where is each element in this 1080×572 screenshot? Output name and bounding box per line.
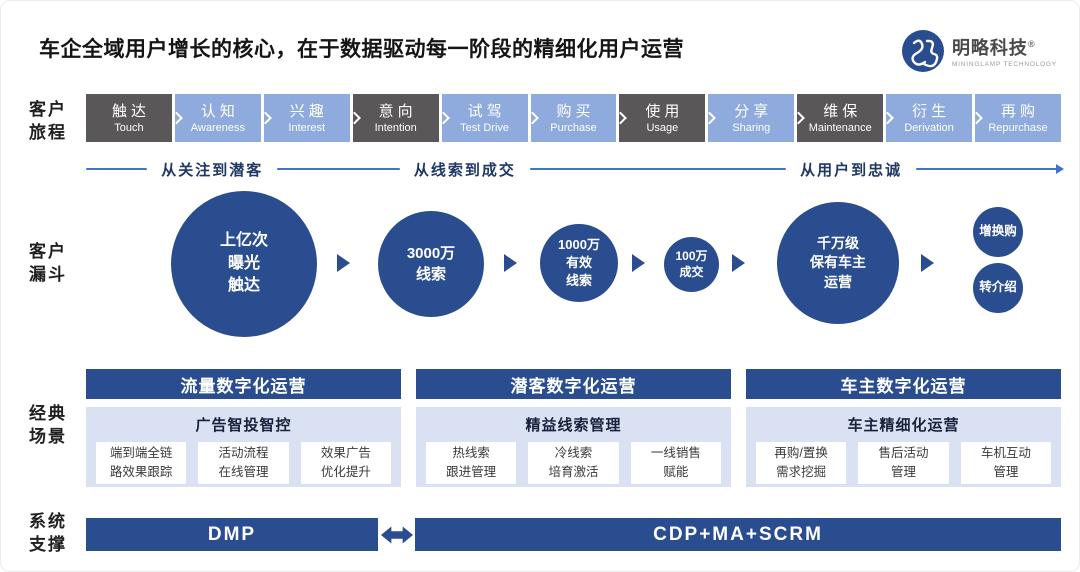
stage-en: Awareness	[190, 121, 245, 134]
stage-zh: 意向	[378, 102, 417, 120]
scene-panel: 广告智投智控 端到端全链 路效果跟踪 活动流程 在线管理 效果广告 优化提升	[86, 407, 401, 487]
page-title: 车企全域用户增长的核心，在于数据驱动每一阶段的精细化用户运营	[39, 38, 684, 61]
scene-header: 流量数字化运营	[86, 369, 401, 399]
row-label-system-support: 系统 支撑	[29, 512, 67, 554]
scene-header: 潜客数字化运营	[416, 369, 731, 399]
stage-zh: 试驾	[467, 102, 506, 120]
funnel-circle-deals: 100万 成交	[664, 237, 719, 292]
scene-card: 冷线索 培育激活	[528, 442, 619, 484]
stage-en: Test Drive	[460, 121, 510, 134]
scene-card: 端到端全链 路效果跟踪	[96, 442, 187, 484]
company-logo: 明略科技® MININGLAMP TECHNOLOGY	[901, 29, 1057, 78]
arrow-right-icon	[921, 254, 934, 272]
scene-panel-title: 车主精细化运营	[847, 417, 960, 434]
scene-column-prospects: 潜客数字化运营 精益线索管理 热线索 跟进管理 冷线索 培育激活 一线销售 赋能	[416, 369, 731, 487]
phase-line	[86, 168, 148, 170]
stage-en: Touch	[114, 121, 144, 134]
arrow-head-icon	[1056, 164, 1064, 174]
journey-stage-interest: 兴趣 Interest	[263, 94, 361, 142]
arrow-right-icon	[632, 254, 645, 272]
arrow-right-icon	[504, 254, 517, 272]
scene-card: 售后活动 管理	[858, 442, 949, 484]
phase-label-user-to-loyalty: 从用户到忠诚	[800, 161, 903, 179]
journey-stage-intention: 意向 Intention	[352, 94, 450, 142]
phase-line	[916, 164, 1064, 174]
funnel-circle-referral: 转介绍	[973, 263, 1023, 313]
journey-stage-touch: 触达 Touch	[86, 94, 183, 142]
stage-en: Intention	[374, 121, 417, 134]
scene-header: 车主数字化运营	[746, 369, 1061, 399]
phase-label-lead-to-deal: 从线索到成交	[413, 161, 516, 179]
scene-column-traffic: 流量数字化运营 广告智投智控 端到端全链 路效果跟踪 活动流程 在线管理 效果广…	[86, 369, 401, 487]
arrow-right-icon	[337, 254, 350, 272]
cdp-ma-scrm-bar: CDP+MA+SCRM	[415, 518, 1061, 551]
stage-zh: 使用	[645, 102, 684, 120]
journey-stage-test-drive: 试驾 Test Drive	[441, 94, 539, 142]
stage-en: Interest	[288, 121, 326, 134]
scene-column-owners: 车主数字化运营 车主精细化运营 再购/置换 需求挖掘 售后活动 管理 车机互动 …	[746, 369, 1061, 487]
registered-mark: ®	[1027, 39, 1036, 50]
funnel-circle-valid-leads: 1000万 有效 线索	[540, 224, 618, 302]
scene-panel: 车主精细化运营 再购/置换 需求挖掘 售后活动 管理 车机互动 管理	[746, 407, 1061, 487]
phase-timeline: 从关注到潜客 从线索到成交 从用户到忠诚	[86, 157, 1064, 181]
journey-stage-awareness: 认知 Awareness	[174, 94, 272, 142]
customer-journey-bar: 触达 Touch 认知 Awareness 兴趣 Interest 意向 Int…	[86, 94, 1061, 142]
journey-stage-sharing: 分享 Sharing	[708, 94, 806, 142]
dmp-bar: DMP	[86, 518, 378, 551]
stage-zh: 再购	[1001, 102, 1040, 120]
stage-en: Maintenance	[808, 121, 872, 134]
scene-card: 效果广告 优化提升	[300, 442, 391, 484]
stage-en: Sharing	[732, 121, 771, 134]
journey-stage-purchase: 购买 Purchase	[530, 94, 628, 142]
scene-card: 活动流程 在线管理	[198, 442, 289, 484]
logo-name: 明略科技®	[951, 38, 1036, 59]
row-label-classic-scenes: 经典 场景	[29, 404, 67, 446]
classic-scenes-section: 流量数字化运营 广告智投智控 端到端全链 路效果跟踪 活动流程 在线管理 效果广…	[86, 369, 1061, 487]
stage-zh: 认知	[200, 102, 239, 120]
row-label-customer-journey: 客户 旅程	[29, 100, 67, 142]
scene-panel: 精益线索管理 热线索 跟进管理 冷线索 培育激活 一线销售 赋能	[416, 407, 731, 487]
stage-en: Purchase	[550, 121, 597, 134]
scene-card: 热线索 跟进管理	[426, 442, 517, 484]
phase-line	[277, 168, 400, 170]
scene-card: 一线销售 赋能	[630, 442, 721, 484]
stage-zh: 维保	[823, 102, 862, 120]
row-label-customer-funnel: 客户 漏斗	[29, 242, 67, 284]
stage-zh: 触达	[111, 102, 150, 120]
scene-card: 再购/置换 需求挖掘	[756, 442, 847, 484]
funnel-circle-car-owners: 千万级 保有车主 运营	[777, 202, 899, 324]
stage-zh: 购买	[556, 102, 595, 120]
stage-en: Repurchase	[988, 121, 1048, 134]
stage-en: Derivation	[904, 121, 954, 134]
minglue-logo-icon	[901, 29, 945, 78]
journey-stage-derivation: 衍生 Derivation	[886, 94, 983, 142]
arrow-right-icon	[732, 254, 745, 272]
scene-card: 车机互动 管理	[960, 442, 1051, 484]
journey-stage-usage: 使用 Usage	[619, 94, 717, 142]
journey-stage-repurchase: 再购 Repurchase	[975, 94, 1061, 142]
scene-panel-title: 精益线索管理	[525, 417, 622, 434]
logo-text: 明略科技® MININGLAMP TECHNOLOGY	[951, 38, 1057, 68]
scene-panel-title: 广告智投智控	[195, 417, 292, 434]
double-arrow-icon	[378, 524, 415, 546]
stage-zh: 衍生	[912, 102, 951, 120]
stage-zh: 兴趣	[289, 102, 328, 120]
logo-subtitle: MININGLAMP TECHNOLOGY	[951, 60, 1057, 68]
funnel-circle-upgrade-repurchase: 增换购	[973, 207, 1023, 257]
phase-line	[529, 168, 787, 170]
funnel-circle-leads: 3000万 线索	[378, 211, 484, 317]
journey-stage-maintenance: 维保 Maintenance	[797, 94, 895, 142]
phase-label-attention-to-prospect: 从关注到潜客	[161, 161, 264, 179]
stage-zh: 分享	[734, 102, 773, 120]
funnel-circle-exposure: 上亿次 曝光 触达	[171, 191, 317, 337]
system-support-section: DMP CDP+MA+SCRM	[86, 518, 1061, 551]
stage-en: Usage	[646, 121, 679, 134]
